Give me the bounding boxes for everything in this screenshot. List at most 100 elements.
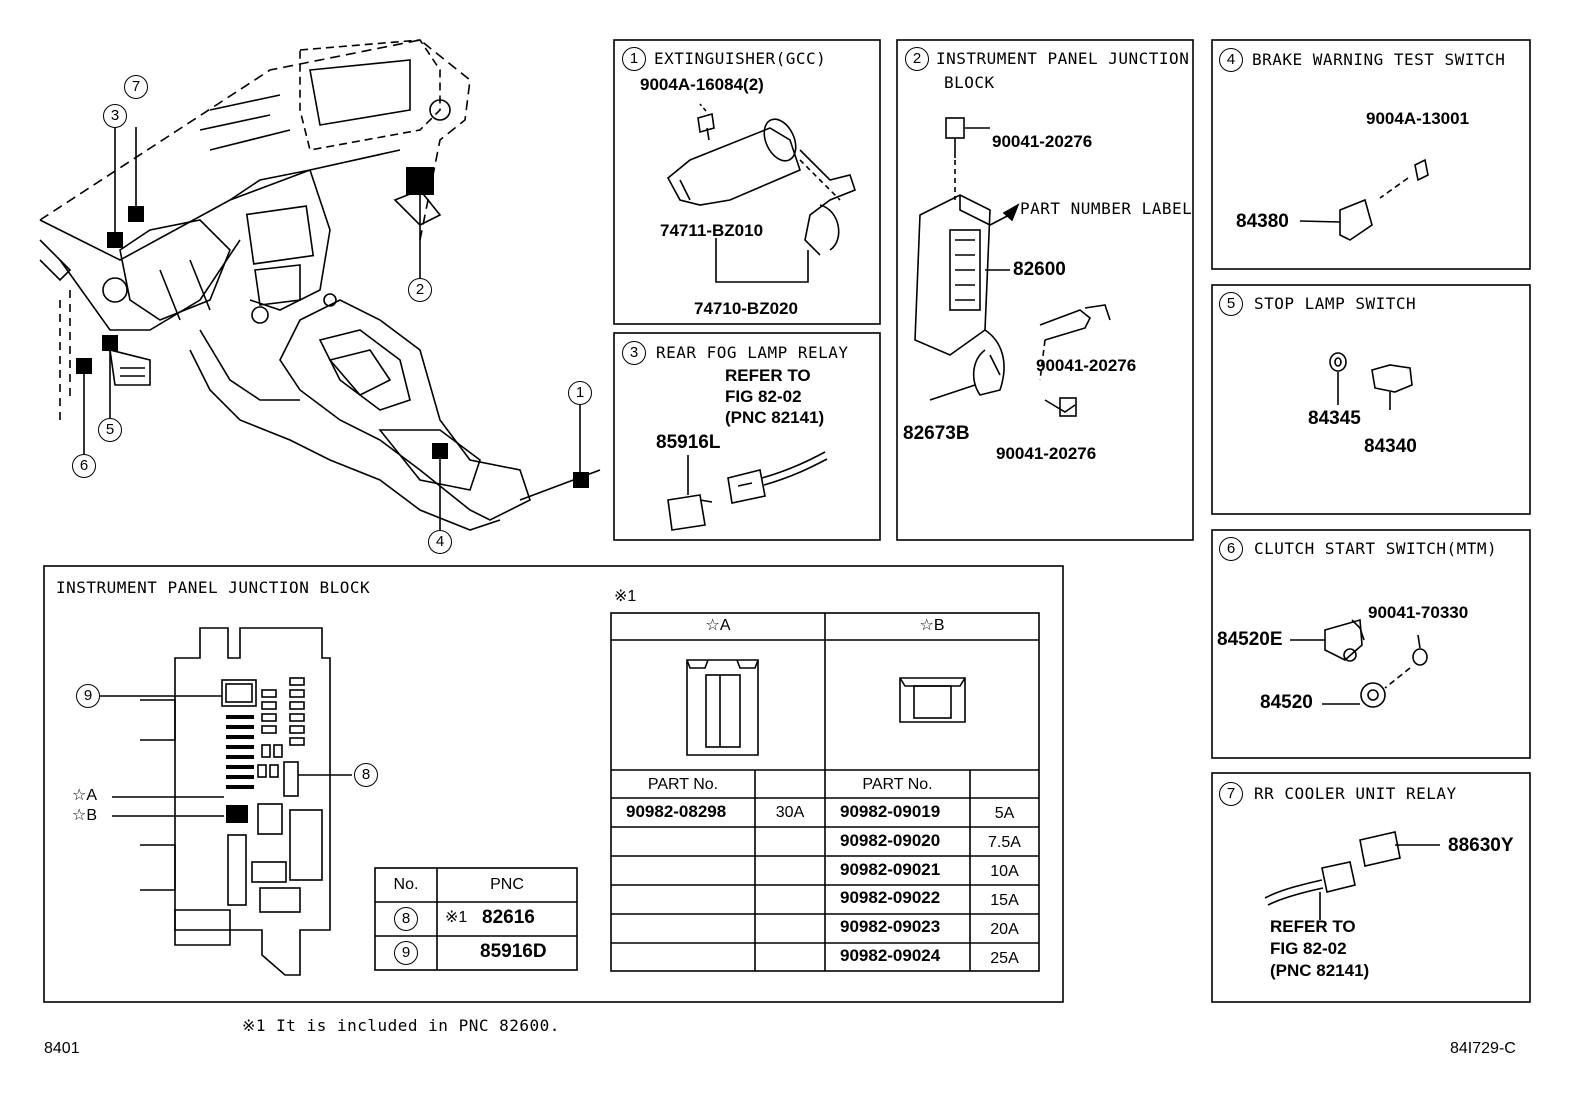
callout-8: 8	[354, 763, 378, 787]
part-label: 90041-20276	[996, 444, 1097, 463]
panel-5-title: STOP LAMP SWITCH	[1254, 294, 1417, 313]
callout-4: 4	[428, 530, 452, 554]
refer-text: FIG 82-02	[725, 387, 802, 406]
callout-6: 6	[72, 454, 96, 478]
fuse-b-part: 90982-09022	[840, 888, 941, 907]
junction-title: INSTRUMENT PANEL JUNCTION BLOCK	[56, 578, 371, 597]
callout-1: 1	[568, 381, 592, 405]
star-b-label: ☆B	[72, 807, 98, 824]
part-label: 88630Y	[1448, 835, 1514, 856]
part-label: 74711-BZ010	[660, 221, 764, 240]
panel-frame-7	[1211, 772, 1531, 1003]
part-number-label-text: PART NUMBER LABEL	[1020, 199, 1193, 218]
panel-1-number: 1	[622, 47, 646, 71]
fuse-a-part: 90982-08298	[626, 802, 727, 821]
refer-text: (PNC 82141)	[725, 408, 825, 427]
figure-code: 84I729-C	[1450, 1040, 1516, 1057]
footnote: ※1 It is included in PNC 82600.	[242, 1016, 560, 1035]
junction-detail-illustration	[99, 627, 352, 976]
fuse-table-grid	[610, 612, 1040, 972]
fuse-head-b: ☆B	[919, 617, 945, 634]
panel-7-number: 7	[1219, 782, 1243, 806]
pnc-row-8-mark: ※1	[445, 909, 468, 926]
panel-frame-6	[1211, 529, 1531, 759]
panel-frame-2	[896, 39, 1194, 541]
callout-9: 9	[76, 684, 100, 708]
panel-5-number: 5	[1219, 292, 1243, 316]
panel-4-number: 4	[1219, 48, 1243, 72]
fuse-note-mark: ※1	[614, 588, 637, 605]
callout-7: 7	[124, 75, 148, 99]
fog-relay-illustration	[667, 451, 828, 531]
panel-frame-4	[1211, 39, 1531, 270]
callout-3: 3	[103, 104, 127, 128]
page-code: 8401	[44, 1040, 80, 1057]
panel-6-title: CLUTCH START SWITCH(MTM)	[1254, 539, 1498, 558]
panel-2-number: 2	[905, 47, 929, 71]
stop-lamp-illustration	[1329, 352, 1413, 410]
part-label: 82600	[1013, 259, 1066, 280]
panel-2-title: INSTRUMENT PANEL JUNCTION	[936, 49, 1190, 68]
fuse-a-amp: 30A	[775, 804, 805, 821]
callout-2: 2	[408, 278, 432, 302]
panel-6-number: 6	[1219, 537, 1243, 561]
location-markers	[76, 167, 589, 488]
panel-7-title: RR COOLER UNIT RELAY	[1254, 784, 1457, 803]
fuse-b-amp: 5A	[994, 805, 1015, 822]
fuse-b-part: 90982-09023	[840, 917, 941, 936]
fuse-head-a: ☆A	[705, 617, 731, 634]
refer-text: REFER TO	[725, 366, 811, 385]
fuse-b-amp: 7.5A	[988, 834, 1021, 851]
part-label: 84345	[1308, 408, 1361, 429]
refer-text: REFER TO	[1270, 917, 1356, 936]
panel-3-title: REAR FOG LAMP RELAY	[656, 343, 849, 362]
part-label: 9004A-13001	[1366, 109, 1470, 128]
pnc-header-no: No.	[393, 876, 419, 893]
part-label: 84380	[1236, 211, 1289, 232]
part-label: 90041-70330	[1368, 603, 1469, 622]
part-label: 84520E	[1217, 629, 1283, 650]
panel-frame-3	[613, 332, 881, 541]
fuse-b-part-header: PART No.	[862, 776, 933, 793]
part-label: 9004A-16084(2)	[640, 75, 764, 94]
clutch-switch-illustration	[1290, 618, 1428, 708]
part-label: 85916L	[656, 432, 721, 453]
panel-1-title: EXTINGUISHER(GCC)	[654, 49, 827, 68]
callout-5: 5	[98, 418, 122, 442]
refer-text: (PNC 82141)	[1270, 961, 1370, 980]
cooler-relay-illustration	[1264, 831, 1440, 920]
panel-3-number: 3	[622, 341, 646, 365]
refer-text: FIG 82-02	[1270, 939, 1347, 958]
fuse-b-amp: 25A	[990, 950, 1019, 967]
fuse-b-part: 90982-09024	[840, 946, 941, 965]
dashboard-illustration	[39, 39, 601, 531]
pnc-table-grid	[374, 867, 578, 971]
panel-frame-5	[1211, 284, 1531, 515]
pnc-header-pnc: PNC	[490, 876, 524, 893]
panel-2-title-line2: BLOCK	[944, 73, 995, 92]
extinguisher-illustration	[666, 103, 856, 283]
fuse-b-amp: 15A	[990, 892, 1019, 909]
part-label: 90041-20276	[992, 132, 1093, 151]
junction-block-illustration	[914, 117, 1111, 417]
part-label: 90041-20276	[1036, 356, 1137, 375]
fuse-b-part: 90982-09021	[840, 860, 941, 879]
part-label: 74710-BZ020	[694, 299, 798, 318]
pnc-row-8-no: 8	[394, 907, 418, 931]
pnc-row-8-value: 82616	[482, 907, 535, 928]
callout-leaders	[83, 126, 581, 530]
junction-frame	[43, 565, 1064, 1003]
pnc-row-9-no: 9	[394, 941, 418, 965]
fuse-b-part: 90982-09019	[840, 802, 941, 821]
part-label: 84340	[1364, 436, 1417, 457]
pnc-row-9-value: 85916D	[480, 941, 547, 962]
fuse-b-part: 90982-09020	[840, 831, 941, 850]
fuse-b-amp: 10A	[990, 863, 1019, 880]
panel-4-title: BRAKE WARNING TEST SWITCH	[1252, 50, 1506, 69]
star-a-label: ☆A	[72, 787, 98, 804]
brake-switch-illustration	[1299, 158, 1429, 241]
panel-frame-1	[613, 39, 881, 325]
part-label: 84520	[1260, 692, 1313, 713]
part-label: 82673B	[903, 423, 970, 444]
